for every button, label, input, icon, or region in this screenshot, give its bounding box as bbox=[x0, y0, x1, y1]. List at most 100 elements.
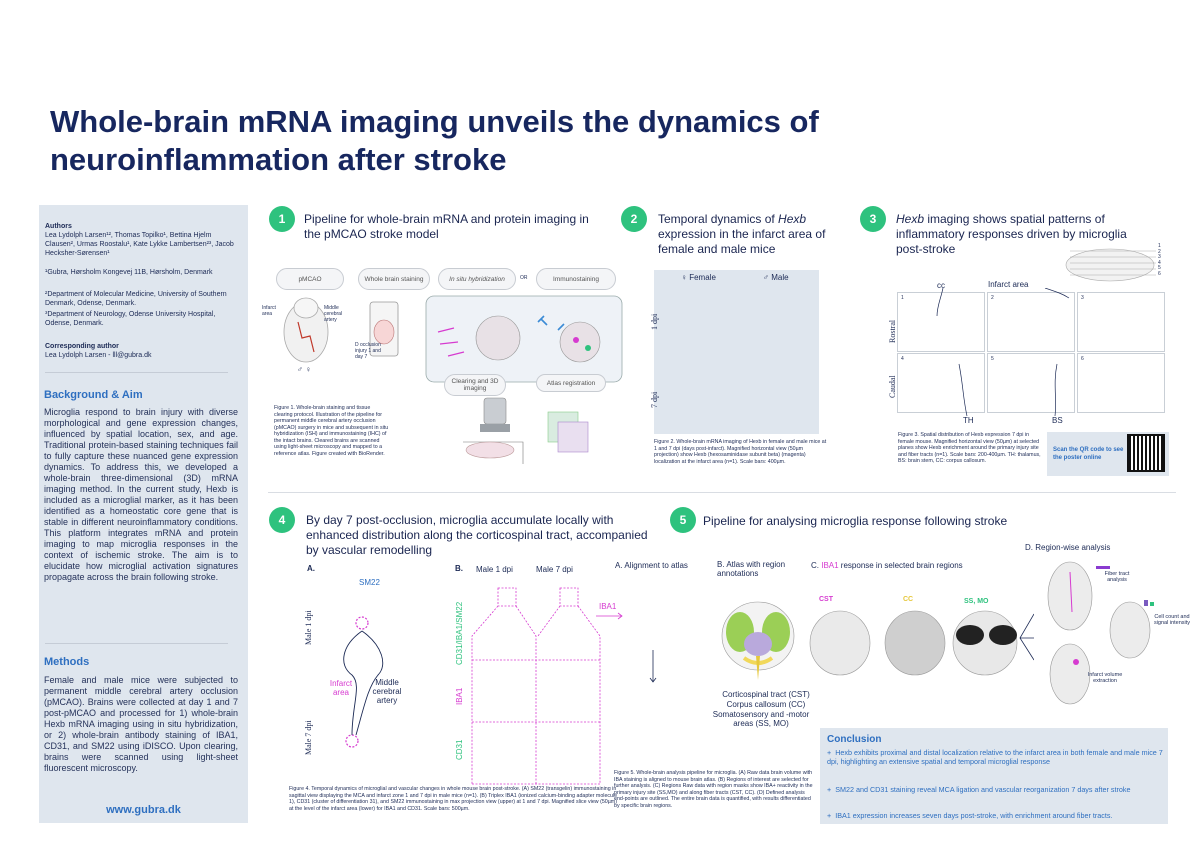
step-c-prefix: C. bbox=[811, 561, 822, 570]
step-or: OR bbox=[520, 275, 528, 281]
atlas-brain-illustration bbox=[721, 601, 795, 680]
label-middle-cerebral-artery: Middle cerebral artery bbox=[372, 678, 402, 705]
row-label-male-1dpi: Male 1 dpi bbox=[304, 610, 313, 645]
row-label-male-7dpi: Male 7 dpi bbox=[304, 720, 313, 755]
sex-symbols: ♂ ♀ bbox=[297, 365, 312, 374]
scale-tick: 1 bbox=[1158, 243, 1161, 249]
scale-tick: 2 bbox=[1158, 248, 1161, 255]
step-immunostaining: Immunostaining bbox=[536, 268, 616, 290]
conclusion-item: + IBA1 expression increases seven days p… bbox=[827, 811, 1113, 820]
website-link[interactable]: www.gubra.dk bbox=[106, 804, 181, 816]
qr-code-icon[interactable] bbox=[1127, 434, 1165, 472]
background-text: Microglia respond to brain injury with d… bbox=[44, 407, 238, 582]
hexb-plane-6: 6 bbox=[1077, 353, 1165, 413]
label-cc: cc bbox=[937, 281, 945, 290]
brain-orientation-diagram bbox=[1065, 248, 1156, 282]
conclusion-text: IBA1 expression increases seven days pos… bbox=[835, 811, 1113, 820]
step-clearing-imaging: Clearing and 3D imaging bbox=[444, 374, 506, 396]
legend-ss-mo: Somatosensory and -motor areas (SS, MO) bbox=[712, 710, 810, 728]
section-number-4: 4 bbox=[269, 507, 295, 533]
panel-2-heading-pre: Temporal dynamics of bbox=[658, 212, 779, 226]
label-cc: CC bbox=[903, 596, 914, 603]
figure-3-caption: Figure 3. Spatial distribution of Hexb e… bbox=[898, 432, 1041, 464]
authors-list: Lea Lydolph Larsen¹², Thomas Topilko¹, B… bbox=[45, 232, 234, 257]
step-in-situ: In situ hybridization bbox=[438, 268, 516, 290]
poster-title: Whole-brain mRNA imaging unveils the dyn… bbox=[50, 104, 819, 177]
row-label-7dpi: 7 dpi bbox=[650, 391, 659, 408]
panel-4-heading: By day 7 post-occlusion, microglia accum… bbox=[306, 513, 648, 557]
label-male: ♂ Male bbox=[763, 273, 789, 282]
hexb-plane-2: 2 bbox=[987, 292, 1075, 352]
conclusion-box bbox=[820, 728, 1168, 824]
conclusion-text: SM22 and CD31 staining reveal MCA ligati… bbox=[835, 785, 1131, 794]
scale-tick: 4 bbox=[1158, 259, 1161, 266]
label-cell-count: Cell count and signal intensity bbox=[1153, 614, 1191, 626]
scale-ticks: 1 2 3 4 5 6 bbox=[1158, 243, 1164, 277]
label-ss-mo: SS, MO bbox=[964, 598, 989, 605]
row-label-1dpi: 1 dpi bbox=[650, 313, 659, 330]
scale-tick: 5 bbox=[1158, 265, 1161, 271]
legend-cc: Corpus callosum (CC) bbox=[726, 700, 806, 709]
scale-tick: 6 bbox=[1158, 270, 1161, 277]
arrow-icon bbox=[596, 612, 623, 620]
plane-number: 2 bbox=[991, 295, 994, 301]
label-infarct-volume: Infarct volume extraction bbox=[1087, 672, 1123, 684]
sm22-schematic bbox=[343, 616, 384, 748]
label-iba1-arrow: IBA1 bbox=[599, 602, 617, 611]
stain-label-iba1: IBA1 bbox=[455, 687, 464, 705]
conclusion-item: + Hexb exhibits proximal and distal loca… bbox=[827, 748, 1163, 766]
plane-number: 3 bbox=[1081, 295, 1084, 301]
figure-2-caption: Figure 2. Whole-brain mRNA imaging of He… bbox=[654, 439, 827, 465]
methods-text: Female and male mice were subjected to p… bbox=[44, 675, 238, 773]
step-pmcao: pMCAO bbox=[276, 268, 344, 290]
step-d-region-analysis: D. Region-wise analysis bbox=[1025, 543, 1111, 552]
label-occlusion-days: D occlusion injury 1 and day 7 bbox=[355, 342, 381, 360]
background-heading: Background & Aim bbox=[44, 389, 143, 401]
panel-2-heading-gene: Hexb bbox=[778, 212, 807, 226]
label-infarct-area: Infarct area bbox=[988, 280, 1029, 289]
affiliation-2: ²Department of Molecular Medicine, Unive… bbox=[45, 291, 227, 307]
scale-tick: 3 bbox=[1158, 254, 1161, 260]
legend-cst: Corticospinal tract (CST) bbox=[722, 690, 810, 699]
panel-3-heading-post: imaging shows spatial patterns of inflam… bbox=[896, 212, 1127, 256]
section-number-1: 1 bbox=[269, 206, 295, 232]
step-b-atlas: B. Atlas with region annotations bbox=[717, 560, 786, 578]
stain-label-cd31: CD31 bbox=[455, 739, 464, 760]
column-male-1dpi: Male 1 dpi bbox=[476, 565, 513, 574]
step-whole-brain-staining: Whole brain staining bbox=[358, 268, 430, 290]
corresponding-author[interactable]: Lea Lydolph Larsen - lll@gubra.dk bbox=[45, 352, 152, 359]
label-bs: BS bbox=[1052, 416, 1063, 425]
step-c-suffix: response in selected brain regions bbox=[838, 561, 963, 570]
hexb-image-grid bbox=[654, 270, 819, 434]
panel-5-heading: Pipeline for analysing microglia respons… bbox=[703, 514, 1008, 528]
label-female: ♀ Female bbox=[681, 273, 716, 282]
panel-2-heading: Temporal dynamics of Hexb expression in … bbox=[658, 212, 853, 257]
arrow-down-icon bbox=[649, 650, 657, 683]
stain-label-triplex: CD31/IBA1/SM22 bbox=[455, 601, 464, 665]
max-projection-grid bbox=[471, 587, 601, 785]
panel-4-label-b: B. bbox=[455, 564, 463, 573]
methods-heading: Methods bbox=[44, 656, 90, 668]
arrows-branch-icon bbox=[1019, 613, 1034, 661]
step-a-alignment: A. Alignment to atlas bbox=[615, 561, 688, 570]
divider bbox=[45, 372, 228, 373]
conclusion-item: + SM22 and CD31 staining reveal MCA liga… bbox=[827, 785, 1131, 794]
conclusion-heading: Conclusion bbox=[827, 734, 882, 745]
label-sm22: SM22 bbox=[359, 578, 380, 587]
row-divider bbox=[268, 492, 1176, 493]
figure-5-caption: Figure 5. Whole-brain analysis pipeline … bbox=[614, 770, 813, 809]
step-c-iba1: IBA1 bbox=[821, 561, 839, 570]
figure-1-caption: Figure 1. Whole-brain staining and tissu… bbox=[274, 405, 389, 457]
label-middle-cerebral-artery: Middle cerebral artery bbox=[324, 305, 343, 323]
hexb-plane-3: 3 bbox=[1077, 292, 1165, 352]
panel-1-heading: Pipeline for whole-brain mRNA and protei… bbox=[304, 212, 589, 241]
label-cst: CST bbox=[819, 596, 833, 603]
divider bbox=[45, 643, 228, 644]
left-column bbox=[39, 205, 248, 823]
conclusion-text: Hexb exhibits proximal and distal locali… bbox=[827, 748, 1163, 766]
step-c-response: C. IBA1 response in selected brain regio… bbox=[811, 561, 963, 570]
affiliation-3: ³Department of Neurology, Odense Univers… bbox=[45, 311, 216, 327]
label-infarct-area: Infarct area bbox=[329, 679, 353, 697]
plane-number: 4 bbox=[901, 356, 904, 362]
section-number-5: 5 bbox=[670, 507, 696, 533]
